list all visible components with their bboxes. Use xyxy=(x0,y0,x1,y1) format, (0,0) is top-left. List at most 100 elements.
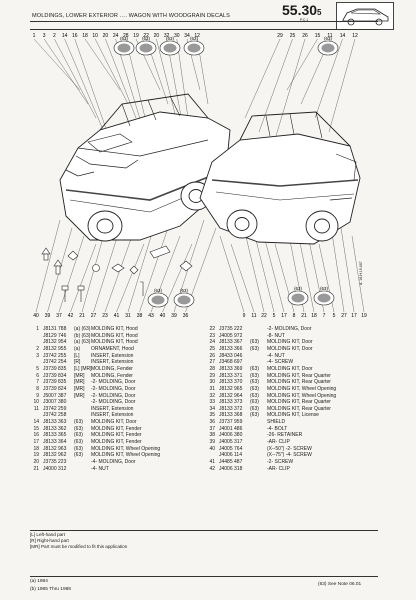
part-number: J8132 955 xyxy=(43,345,67,352)
part-code: (a) (63) xyxy=(74,339,91,346)
callout-bottom: 27 xyxy=(91,313,97,319)
part-index: 21 xyxy=(33,465,39,472)
part-description: MOLDING KIT, Wheel Opening xyxy=(91,445,161,452)
part-index: 26 xyxy=(209,352,215,359)
callout-bottom: 37 xyxy=(56,313,62,319)
part-description: -AR- CLIP xyxy=(267,439,290,446)
callout-bottom: 19 xyxy=(361,313,367,319)
part-description: MOLDING KIT, Door xyxy=(267,339,313,346)
part-number: J4485 487 xyxy=(219,459,243,465)
year-footnotes: (a) 1984 (b) 1985 Thru 1988 xyxy=(30,578,380,594)
part-description: -4- MOLDING, Door xyxy=(91,459,136,465)
rear-car-drawing xyxy=(199,111,361,245)
part-number: J8133 373 xyxy=(219,399,243,406)
diagram-side-code: A. 16-H.19-007 xyxy=(359,261,363,285)
callout-top: 3 xyxy=(43,33,46,39)
part-index: 6 xyxy=(36,372,39,379)
part-number: J8133 368 xyxy=(219,412,243,419)
leader-line xyxy=(139,227,169,313)
part-index: 23 xyxy=(209,332,215,339)
part-code: [MR] xyxy=(74,372,85,379)
part-code: (63) xyxy=(74,419,83,426)
vehicle-thumbnail xyxy=(336,2,394,30)
page-title: MOLDINGS, LOWER EXTERIOR …. WAGON WITH W… xyxy=(32,13,230,19)
part-code: (63) xyxy=(250,339,259,346)
kit-bubbles-top: (63) (63) (63) (63) (63) xyxy=(113,36,339,56)
part-index: 30 xyxy=(209,379,215,386)
part-description: -26- RETAINER xyxy=(267,432,303,439)
page-number-suffix: 5 xyxy=(317,8,322,17)
part-description: -2- MOLDING, Door xyxy=(91,399,136,406)
bubble-code: (63) xyxy=(120,36,128,41)
leader-line xyxy=(95,38,129,105)
part-description: -2- SCREW xyxy=(267,459,294,465)
callout-bottom: 21 xyxy=(79,313,85,319)
part-number: J3739 824 xyxy=(43,385,67,392)
note-left-hand: [L] Left-hand part xyxy=(30,532,65,537)
leader-line xyxy=(272,38,306,147)
callout-top: 2 xyxy=(53,33,56,39)
part-number: J8133 364 xyxy=(43,439,67,446)
part-index: 31 xyxy=(209,385,215,392)
part-index: 16 xyxy=(33,432,39,439)
part-index: 2 xyxy=(36,345,39,352)
part-number: J3742 258 xyxy=(43,412,67,419)
part-index: 35 xyxy=(209,412,215,419)
part-code: [L] xyxy=(74,352,80,359)
callout-top: 34 xyxy=(184,33,190,39)
bubble-code: (63) xyxy=(166,36,174,41)
part-description: -2- MOLDING, Door xyxy=(91,379,136,386)
callout-top: 26 xyxy=(302,33,308,39)
part-index: 25 xyxy=(209,345,215,352)
part-description: MOLDING KIT, Door xyxy=(267,345,313,352)
part-index: 22 xyxy=(209,326,215,332)
part-code: (a) xyxy=(74,345,81,352)
leader-line xyxy=(58,235,85,313)
part-description: -2- MOLDING, Door xyxy=(267,326,312,332)
part-number: J4000 312 xyxy=(43,465,67,472)
part-code: (b) (63) xyxy=(74,332,91,339)
part-description: (X--75") -4- SCREW xyxy=(267,452,312,459)
leader-line xyxy=(64,38,105,133)
part-code: (63) xyxy=(250,385,259,392)
part-code: (63) xyxy=(250,379,259,386)
part-description: MOLDING KIT, Fender xyxy=(91,432,142,439)
kit-bubbles-bottom: (63) (63) (63) (63) xyxy=(147,286,335,308)
part-number: J4005 972 xyxy=(219,332,243,339)
part-code: (63) xyxy=(74,445,83,452)
part-code: (63) xyxy=(74,439,83,446)
part-description: MOLDING KIT, License xyxy=(267,412,319,419)
leader-line xyxy=(219,235,245,313)
part-description: MOLDING KIT, Rear Quarter xyxy=(267,399,331,406)
part-code: (a) (63) xyxy=(74,326,91,332)
part-index: 36 xyxy=(209,419,215,426)
callout-bottom: 27 xyxy=(341,313,347,319)
leader-line xyxy=(314,38,343,119)
part-number: J8132 963 xyxy=(43,445,67,452)
part-index: 1 xyxy=(36,326,39,332)
part-index: 37 xyxy=(209,425,215,432)
callout-top: 16 xyxy=(72,33,78,39)
leader-line xyxy=(286,38,318,91)
callout-top: 20 xyxy=(154,33,160,39)
callout-top: 14 xyxy=(62,33,68,39)
callout-bottom: 11 xyxy=(251,313,256,319)
